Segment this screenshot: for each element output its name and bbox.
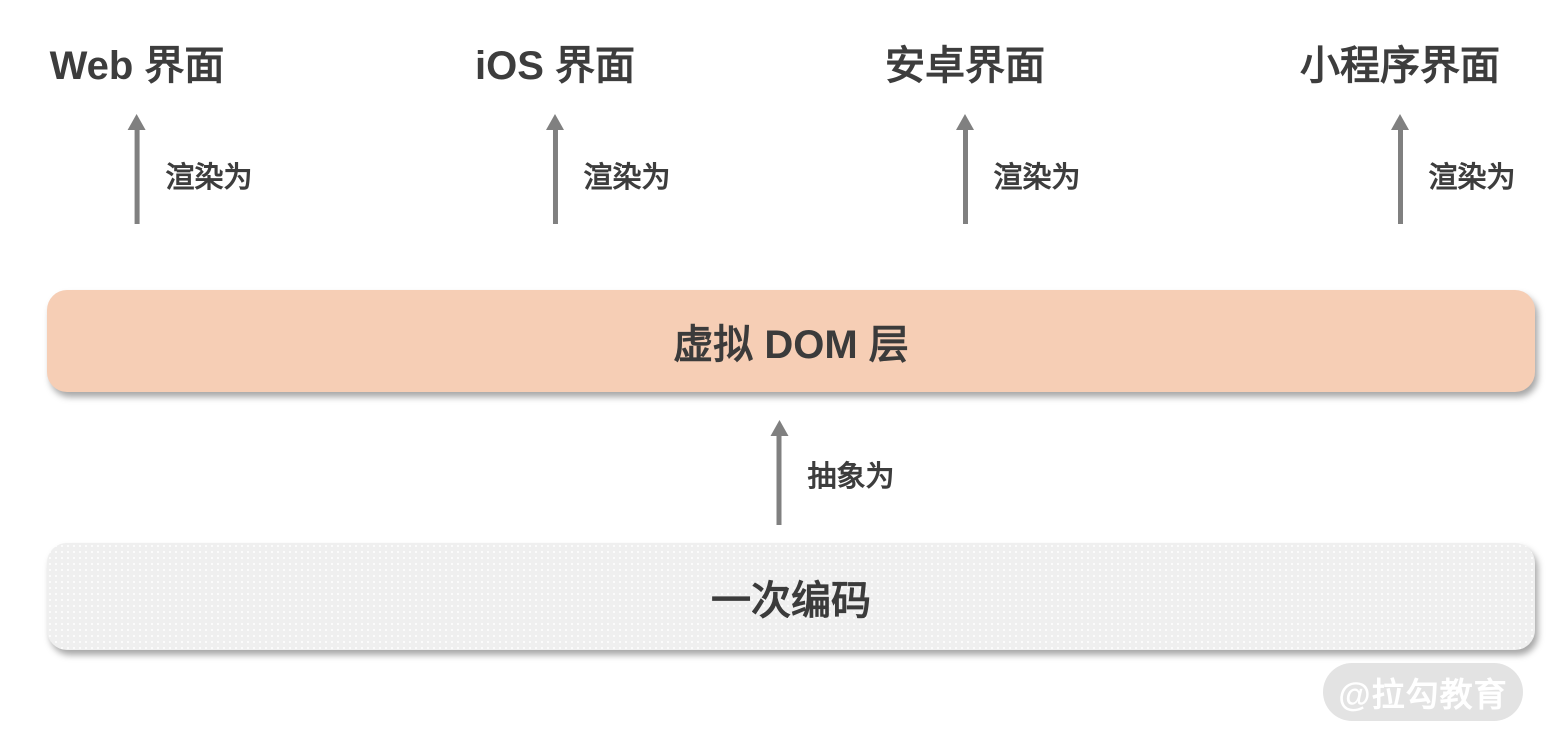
render-arrow-android: 渲染为 [956, 114, 1081, 224]
render-arrow-miniprogram-label: 渲染为 [1428, 162, 1516, 194]
vdom-layer-label: 虚拟 DOM 层 [673, 323, 909, 367]
render-arrow-miniprogram: 渲染为 [1391, 114, 1516, 224]
render-arrow-web: 渲染为 [127, 114, 253, 224]
platform-ios-label: iOS 界面 [474, 44, 636, 88]
arrow-up-icon [1391, 114, 1409, 130]
abstract-arrow-label: 抽象为 [807, 461, 895, 493]
platform-web-label: Web 界面 [49, 44, 225, 88]
render-arrow-ios: 渲染为 [546, 114, 671, 224]
watermark-badge: @拉勾教育 [1323, 663, 1523, 721]
code-once-label: 一次编码 [711, 578, 871, 623]
platform-android: 安卓界面 渲染为 [885, 40, 1081, 224]
platform-miniprogram: 小程序界面 渲染为 [1300, 40, 1516, 224]
watermark-text: @拉勾教育 [1338, 676, 1508, 713]
platform-android-label: 安卓界面 [885, 44, 1045, 88]
code-once-box: 一次编码 [47, 543, 1535, 650]
vdom-layer-box: 虚拟 DOM 层 [47, 290, 1535, 392]
render-arrow-web-label: 渲染为 [165, 162, 253, 194]
platform-ios: iOS 界面 渲染为 [474, 40, 671, 224]
arrow-up-icon [770, 420, 788, 436]
arrow-up-icon [127, 114, 146, 130]
render-arrow-android-label: 渲染为 [993, 162, 1081, 194]
arrow-up-icon [956, 114, 974, 130]
abstract-arrow: 抽象为 [770, 420, 895, 525]
render-arrow-ios-label: 渲染为 [583, 162, 671, 194]
platform-web: Web 界面 渲染为 [49, 40, 253, 224]
arrow-up-icon [546, 114, 564, 130]
platform-miniprogram-label: 小程序界面 [1300, 44, 1500, 88]
